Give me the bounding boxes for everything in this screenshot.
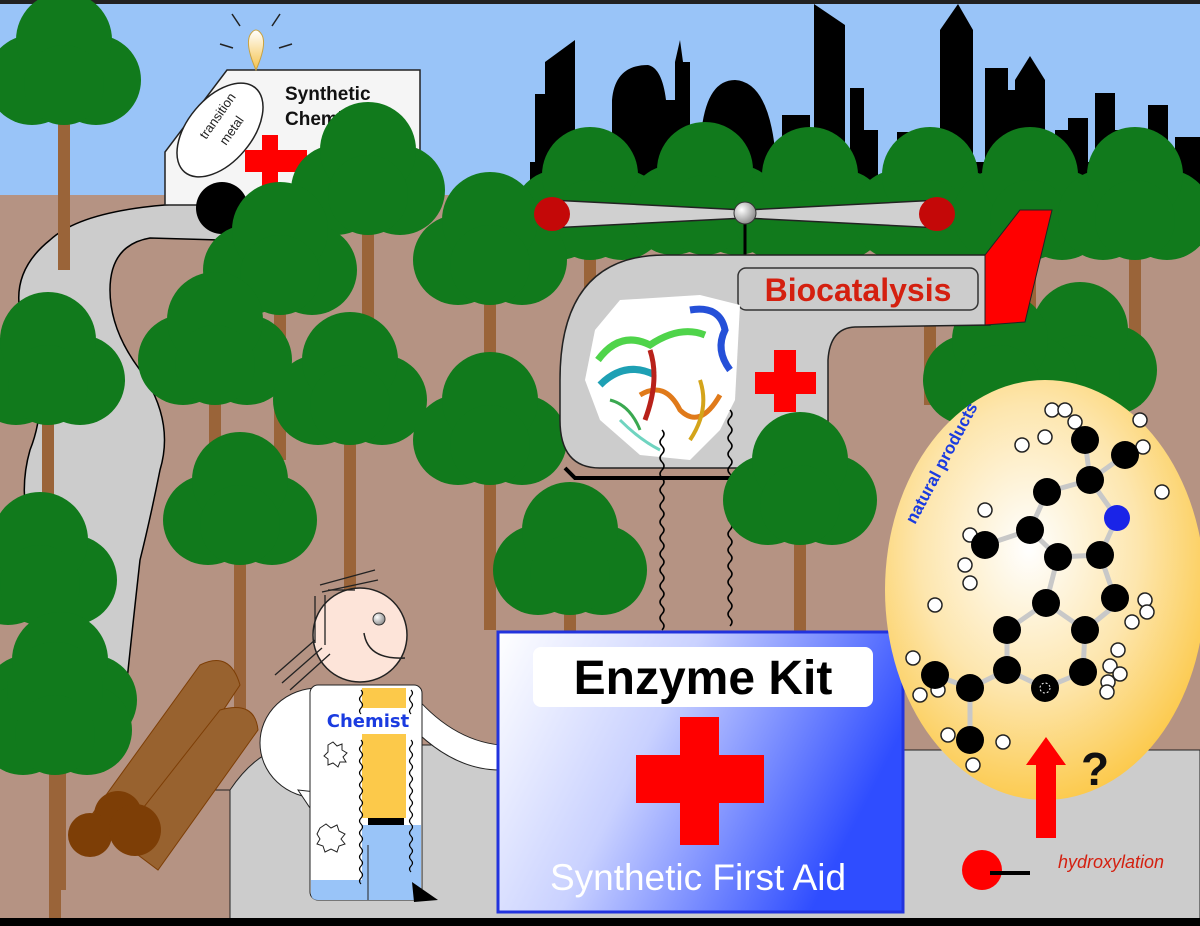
- enzyme-kit-title-bg: [533, 647, 873, 707]
- siren-light-icon: [219, 13, 293, 72]
- enzyme-kit-title: Enzyme Kit: [574, 652, 833, 705]
- hydroxyl-group-icon: [962, 850, 1030, 890]
- enzyme-kit-subtitle: Synthetic First Aid: [550, 857, 846, 898]
- rotor-icon: [534, 197, 955, 231]
- chemist-shirt: [362, 688, 406, 818]
- hydroxylation-arrow: [1026, 737, 1066, 838]
- zipper-right: [408, 689, 414, 873]
- log-pile: [68, 660, 259, 871]
- question-mark: ?: [1081, 743, 1109, 795]
- chemist-name-band: [311, 708, 421, 734]
- red-cross-icon: [755, 350, 816, 412]
- coat-stain-icon: [316, 823, 346, 853]
- chemist-belt: [368, 818, 404, 825]
- chemist-shoe: [412, 882, 438, 902]
- tail-fin-icon: [984, 209, 1053, 326]
- chemist-figure[interactable]: Chemist: [259, 569, 501, 902]
- hydroxylation-label: hydroxylation: [1058, 852, 1164, 872]
- chemist-label: Chemist: [327, 711, 410, 732]
- molecule-atoms: [905, 402, 1170, 773]
- winch-rope-left: [659, 429, 665, 631]
- helicopter[interactable]: Biocatalysis: [534, 197, 1053, 631]
- coat-stain-icon: [323, 741, 348, 768]
- zipper-left: [358, 689, 364, 885]
- chemist-head: [312, 587, 408, 683]
- biocatalysis-label: Biocatalysis: [765, 272, 952, 308]
- ambulance-title-line1: Synthetic: [285, 84, 371, 105]
- transition-metal-badge: [176, 82, 264, 178]
- enzyme-kit[interactable]: Enzyme Kit Synthetic First Aid: [496, 630, 905, 914]
- biocatalysis-label-box: [737, 267, 979, 311]
- red-cross-icon: [636, 717, 764, 845]
- natural-products[interactable]: natural products: [885, 380, 1200, 890]
- bottom-border: [0, 918, 1200, 926]
- red-cross-icon: [245, 135, 307, 195]
- chemist-smile: [363, 632, 406, 659]
- chemist-eye: [372, 612, 386, 626]
- top-border: [0, 0, 1200, 4]
- chemist-trousers: [311, 825, 421, 900]
- enzyme-structure-icon: [585, 295, 740, 460]
- chemist-hair: [274, 569, 379, 691]
